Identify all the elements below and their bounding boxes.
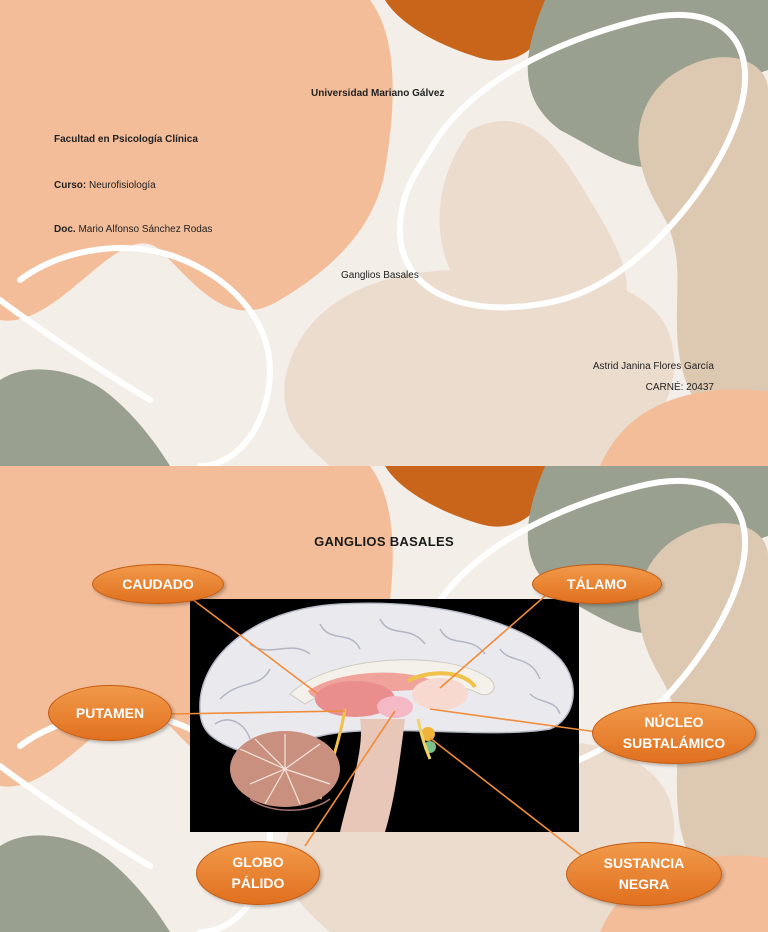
course-label: Curso: xyxy=(54,180,87,191)
label-globo-line1: GLOBO xyxy=(232,854,284,870)
decorative-background xyxy=(0,0,768,466)
label-caudado: CAUDADO xyxy=(92,564,224,604)
teacher-line: Doc. Mario Alfonso Sánchez Rodas xyxy=(54,224,212,235)
globus-shape xyxy=(377,696,413,718)
subthalamic-shape xyxy=(421,727,435,741)
leader-caudado xyxy=(191,598,319,695)
label-sustancia-negra: SUSTANCIA NEGRA xyxy=(566,842,722,906)
leader-talamo xyxy=(439,595,546,689)
label-talamo: TÁLAMO xyxy=(532,564,662,604)
label-sustancia-line2: NEGRA xyxy=(618,876,670,892)
leader-lines xyxy=(169,595,598,857)
leader-nucleo xyxy=(429,708,598,733)
diagram-title: GANGLIOS BASALES xyxy=(314,534,454,549)
brainstem-shape xyxy=(340,719,405,832)
course-value: Neurofisiología xyxy=(89,180,156,191)
topic-title: Ganglios Basales xyxy=(341,270,419,281)
leader-sustancia xyxy=(429,737,583,857)
brain-illustration xyxy=(190,599,579,832)
thalamus-shape xyxy=(412,678,468,710)
leader-putamen xyxy=(169,710,346,715)
student-id: CARNÉ: 20437 xyxy=(645,382,714,393)
teacher-value: Mario Alfonso Sánchez Rodas xyxy=(78,224,213,235)
student-name: Astrid Janina Flores García xyxy=(592,361,714,372)
faculty-name: Facultad en Psicología Clínica xyxy=(54,134,198,145)
putamen-shape xyxy=(315,681,395,717)
label-putamen: PUTAMEN xyxy=(48,685,172,741)
label-nucleo-line1: NÚCLEO xyxy=(644,714,704,730)
course-line: Curso: Neurofisiología xyxy=(54,180,156,191)
leader-globo xyxy=(304,710,396,847)
diagram-slide: GANGLIOS BASALES xyxy=(0,466,768,932)
label-nucleo-subtalamico: NÚCLEO SUBTALÁMICO xyxy=(592,702,756,764)
label-globo-line2: PÁLIDO xyxy=(231,875,285,891)
teacher-label: Doc. xyxy=(54,224,76,235)
label-nucleo-line2: SUBTALÁMICO xyxy=(622,735,726,751)
label-sustancia-line1: SUSTANCIA xyxy=(603,855,685,871)
label-globo-palido: GLOBO PÁLIDO xyxy=(196,841,320,905)
university-name: Universidad Mariano Gálvez xyxy=(311,88,445,99)
cover-slide: Universidad Mariano Gálvez Facultad en P… xyxy=(0,0,768,466)
